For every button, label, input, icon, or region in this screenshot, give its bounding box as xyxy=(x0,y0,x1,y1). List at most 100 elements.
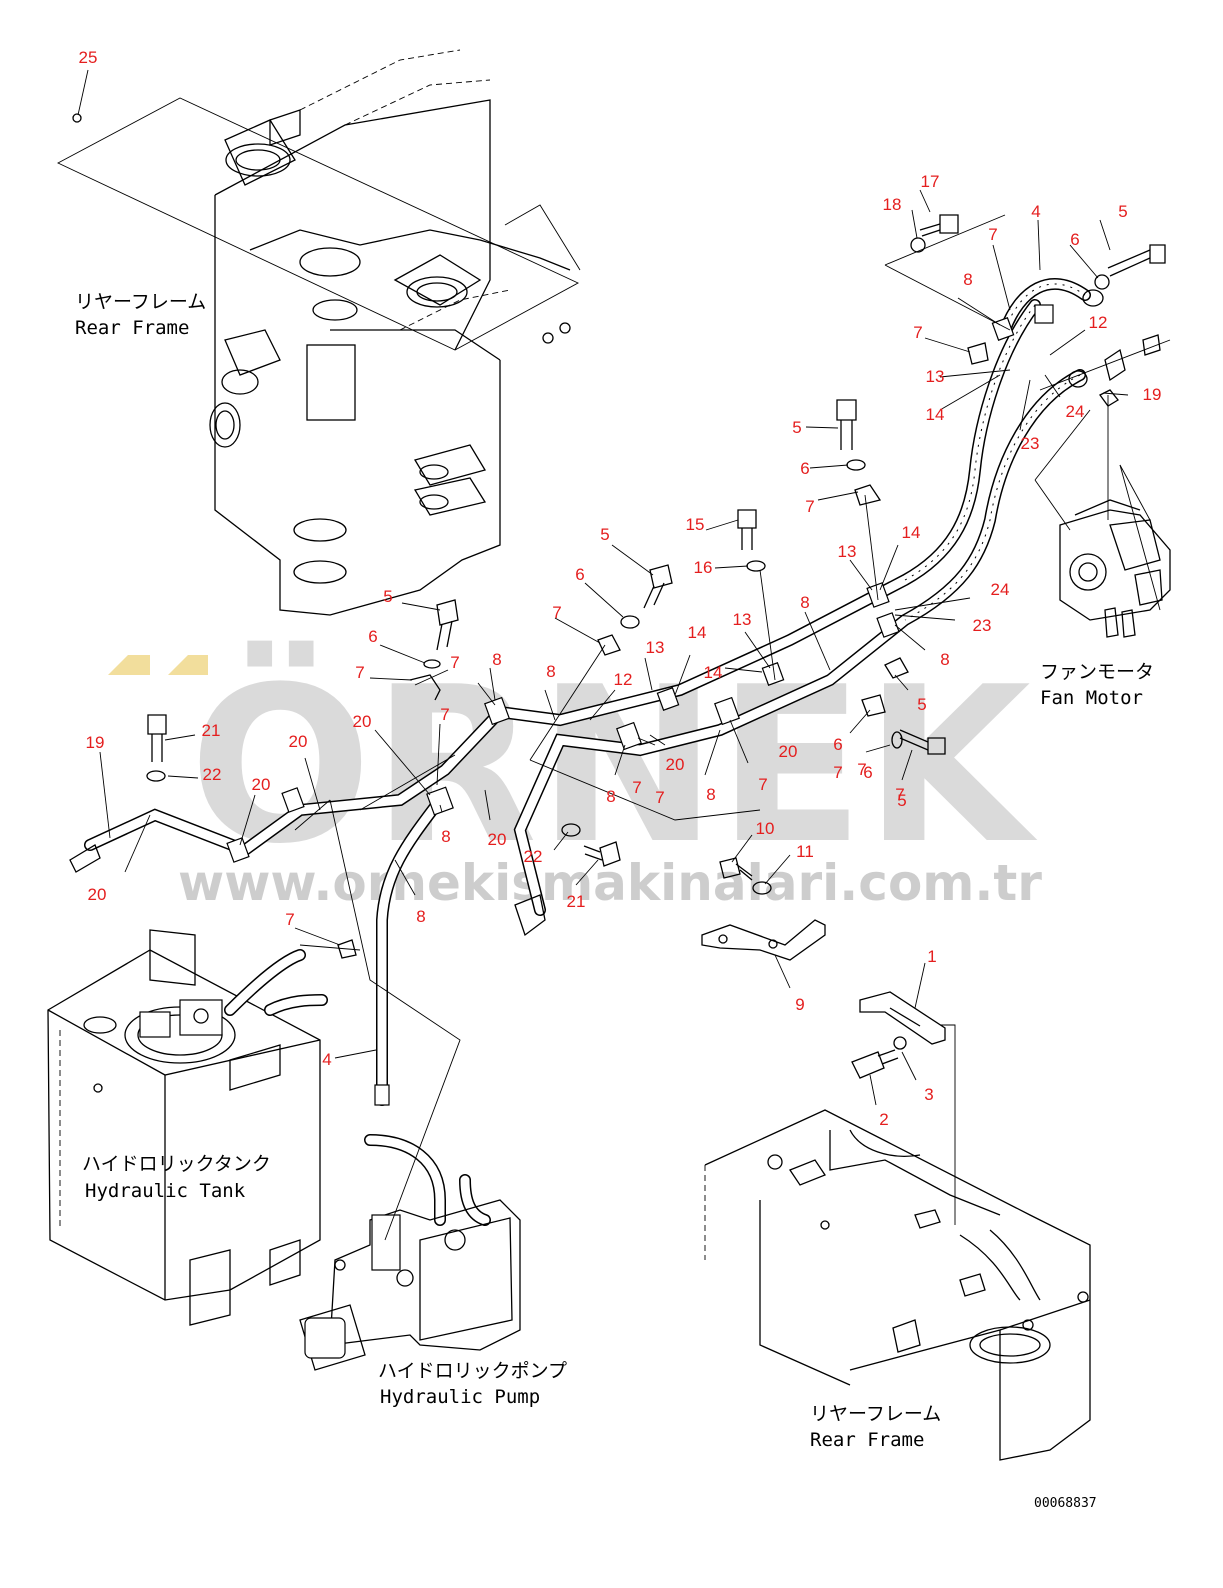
callout-8-f: 8 xyxy=(606,787,615,806)
callout-5-i: 5 xyxy=(897,791,906,810)
callout-6-i: 6 xyxy=(863,763,872,782)
callout-8-c: 8 xyxy=(492,650,501,669)
callout-1: 1 xyxy=(927,947,936,966)
callout-8-g: 8 xyxy=(706,785,715,804)
watermark: ÖRNEK www.ornekismakinalari.com.tr xyxy=(108,640,1042,912)
callout-15: 15 xyxy=(686,515,705,534)
component-labels: リヤーフレーム Rear Frame ファンモータ Fan Motor ハイドロ… xyxy=(75,291,1154,1511)
callout-12-fan: 12 xyxy=(1089,313,1108,332)
callout-7-fan-b: 7 xyxy=(913,323,922,342)
callout-18: 18 xyxy=(883,195,902,214)
callout-7-mid: 7 xyxy=(805,497,814,516)
rear-frame-bottom-drawing xyxy=(704,1024,1091,1461)
callout-5-right: 7 xyxy=(895,785,904,804)
callout-8-e: 8 xyxy=(416,907,425,926)
callout-5-fan: 5 xyxy=(1118,202,1127,221)
watermark-accent-left xyxy=(108,655,150,675)
callout-7-b: 7 xyxy=(552,603,561,622)
callout-7-c: 7 xyxy=(355,663,364,682)
callout-4-top: 4 xyxy=(1031,202,1040,221)
callout-14-c: 14 xyxy=(704,663,723,682)
callout-4-pump: 4 xyxy=(322,1050,331,1069)
rear-frame-top-label-jp: リヤーフレーム xyxy=(75,291,206,313)
callout-3: 3 xyxy=(924,1085,933,1104)
callout-13-fan: 13 xyxy=(926,367,945,386)
rear-frame-top-label-en: Rear Frame xyxy=(75,317,189,339)
brackets-drawing xyxy=(561,823,946,1079)
fan-motor-label-jp: ファンモータ xyxy=(1040,661,1154,683)
callout-20-f: 20 xyxy=(666,755,685,774)
callout-19-left: 19 xyxy=(86,733,105,752)
callout-13-b: 13 xyxy=(646,638,665,657)
hydraulic-pump-label-jp: ハイドロリックポンプ xyxy=(378,1360,567,1382)
callout-14-fan: 14 xyxy=(926,405,945,424)
document-number: 00068837 xyxy=(1034,1496,1097,1511)
callout-20-c: 20 xyxy=(252,775,271,794)
callout-6-b: 6 xyxy=(575,565,584,584)
callout-14-mid: 14 xyxy=(902,523,921,542)
callout-20-g: 20 xyxy=(779,742,798,761)
callout-numbers: 25 17 18 4 7 5 6 8 12 7 13 19 14 24 23 5… xyxy=(79,48,1162,1129)
callout-7-tank: 7 xyxy=(285,910,294,929)
callout-7-d: 7 xyxy=(450,653,459,672)
callout-24-fan: 24 xyxy=(1066,402,1085,421)
callout-20-e: 20 xyxy=(488,830,507,849)
callout-9: 9 xyxy=(795,995,804,1014)
fan-motor-drawing xyxy=(1034,389,1171,638)
callout-20-b: 20 xyxy=(353,712,372,731)
callout-8-mid: 8 xyxy=(800,593,809,612)
rear-frame-bottom-label-en: Rear Frame xyxy=(810,1429,924,1451)
callout-22-mid: 22 xyxy=(524,847,543,866)
callout-13-mid: 13 xyxy=(838,542,857,561)
callout-7-i: 7 xyxy=(833,763,842,782)
callout-24-mid: 24 xyxy=(991,580,1010,599)
hydraulic-tank-label-en: Hydraulic Tank xyxy=(85,1180,246,1202)
callout-20-a: 20 xyxy=(289,732,308,751)
callout-21-mid: 21 xyxy=(567,892,586,911)
callout-6-c: 6 xyxy=(368,627,377,646)
callout-8-fan: 8 xyxy=(963,270,972,289)
hose-route-drawing xyxy=(69,214,1171,1241)
callout-23-mid: 23 xyxy=(973,616,992,635)
watermark-url: www.ornekismakinalari.com.tr xyxy=(178,854,1042,912)
callout-21-left: 21 xyxy=(202,721,221,740)
callout-2: 2 xyxy=(879,1110,888,1129)
callout-17: 17 xyxy=(921,172,940,191)
callout-19-fan: 19 xyxy=(1143,385,1162,404)
callout-23-fan: 23 xyxy=(1021,434,1040,453)
rear-frame-bottom-label-jp: リヤーフレーム xyxy=(810,1403,941,1425)
callout-leaders xyxy=(77,69,1129,1106)
callout-22-left: 22 xyxy=(203,765,222,784)
callout-25: 25 xyxy=(79,48,98,67)
rear-frame-top-drawing xyxy=(56,49,581,616)
callout-12-b: 12 xyxy=(614,670,633,689)
callout-7-right: 5 xyxy=(917,695,926,714)
callout-5-mid: 5 xyxy=(792,418,801,437)
callout-8-right: 8 xyxy=(940,650,949,669)
callout-7-right-b: 6 xyxy=(833,735,842,754)
callout-8-b: 8 xyxy=(546,662,555,681)
callout-7-f: 7 xyxy=(655,788,664,807)
callout-7-g: 7 xyxy=(758,775,767,794)
fan-motor-label-en: Fan Motor xyxy=(1040,687,1143,709)
callout-6-right: 7 xyxy=(857,760,866,779)
callout-7-h: 7 xyxy=(632,778,641,797)
hydraulic-pump-label-en: Hydraulic Pump xyxy=(380,1386,540,1408)
callout-5-b: 5 xyxy=(600,525,609,544)
watermark-accent-right xyxy=(168,655,208,675)
callout-16: 16 xyxy=(694,558,713,577)
hydraulic-tank-drawing xyxy=(47,929,328,1326)
callout-7-fan-a: 7 xyxy=(988,225,997,244)
callout-5-c: 5 xyxy=(383,587,392,606)
callout-8-d: 8 xyxy=(441,827,450,846)
callout-11: 11 xyxy=(796,842,814,861)
callout-14-b: 14 xyxy=(688,623,707,642)
callout-20-d: 20 xyxy=(88,885,107,904)
hydraulic-pump-drawing xyxy=(299,1134,521,1371)
callout-6-mid: 6 xyxy=(800,459,809,478)
watermark-brand: ÖRNEK xyxy=(189,640,1038,891)
callout-6-fan: 6 xyxy=(1070,230,1079,249)
callout-13-c: 13 xyxy=(733,610,752,629)
